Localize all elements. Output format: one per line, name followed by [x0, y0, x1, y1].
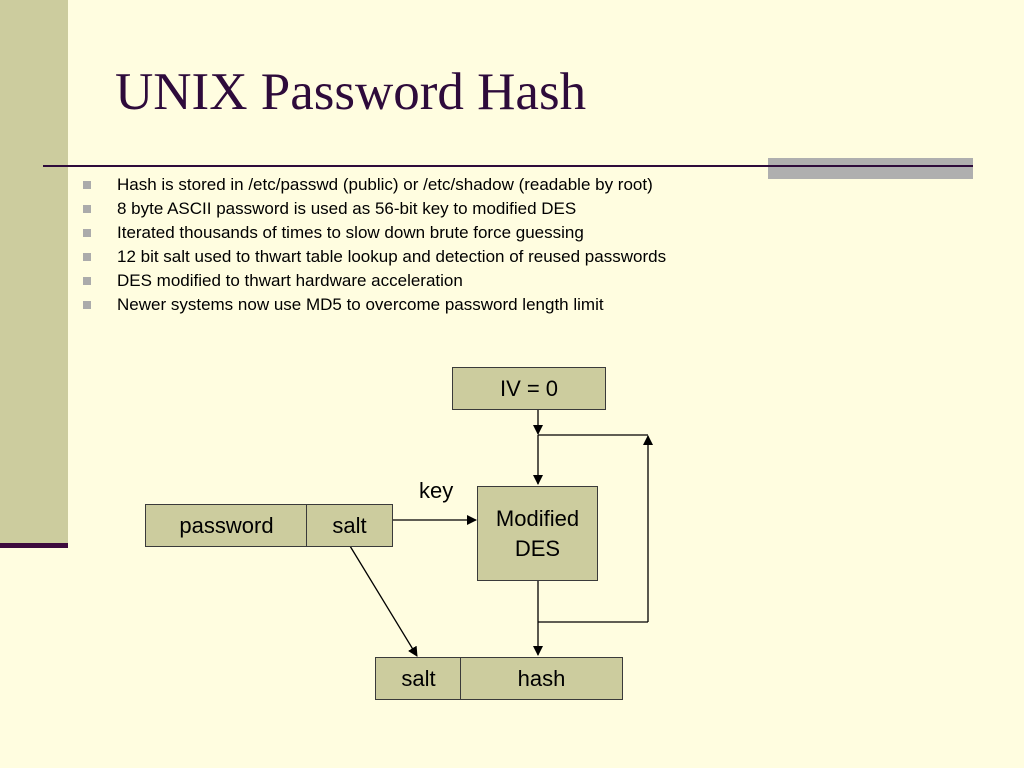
bullet-text: 12 bit salt used to thwart table lookup … [117, 247, 667, 266]
input-password-label: password [179, 512, 274, 538]
bullet-text: Newer systems now use MD5 to overcome pa… [117, 295, 604, 314]
input-salt-label: salt [332, 512, 367, 538]
modified-des-box: Modified DES [477, 486, 598, 581]
des-box-line1: Modified [495, 505, 580, 531]
key-label: key [419, 478, 454, 503]
iv-box-label: IV = 0 [499, 375, 559, 401]
title-rule-accent-line [768, 165, 973, 167]
bullet-item: Hash is stored in /etc/passwd (public) o… [80, 173, 666, 197]
bullet-item: Newer systems now use MD5 to overcome pa… [80, 293, 666, 317]
bullet-item: Iterated thousands of times to slow down… [80, 221, 666, 245]
square-bullet-icon [83, 253, 91, 261]
sidebar-rule [0, 543, 68, 548]
output-hash-box: hash [460, 657, 623, 700]
bullet-item: 8 byte ASCII password is used as 56-bit … [80, 197, 666, 221]
bullet-text: Hash is stored in /etc/passwd (public) o… [117, 175, 653, 194]
output-salt-box: salt [375, 657, 462, 700]
bullet-text: Iterated thousands of times to slow down… [117, 223, 584, 242]
bullet-text: 8 byte ASCII password is used as 56-bit … [117, 199, 577, 218]
square-bullet-icon [83, 181, 91, 189]
des-box-line2: DES [514, 535, 561, 561]
square-bullet-icon [83, 277, 91, 285]
bullet-text: DES modified to thwart hardware accelera… [117, 271, 463, 290]
square-bullet-icon [83, 301, 91, 309]
slide-title: UNIX Password Hash [115, 63, 587, 121]
title-rule [43, 165, 973, 167]
bullet-item: 12 bit salt used to thwart table lookup … [80, 245, 666, 269]
output-salt-label: salt [401, 665, 436, 691]
sidebar-band [0, 0, 68, 545]
bullet-item: DES modified to thwart hardware accelera… [80, 269, 666, 293]
bullet-list: Hash is stored in /etc/passwd (public) o… [80, 173, 666, 317]
square-bullet-icon [83, 205, 91, 213]
input-password-box: password [145, 504, 308, 547]
square-bullet-icon [83, 229, 91, 237]
iv-box: IV = 0 [452, 367, 606, 410]
input-salt-box: salt [306, 504, 393, 547]
salt-copy-arrow [349, 545, 418, 657]
output-hash-label: hash [517, 665, 566, 691]
title-rule-accent [768, 158, 973, 179]
